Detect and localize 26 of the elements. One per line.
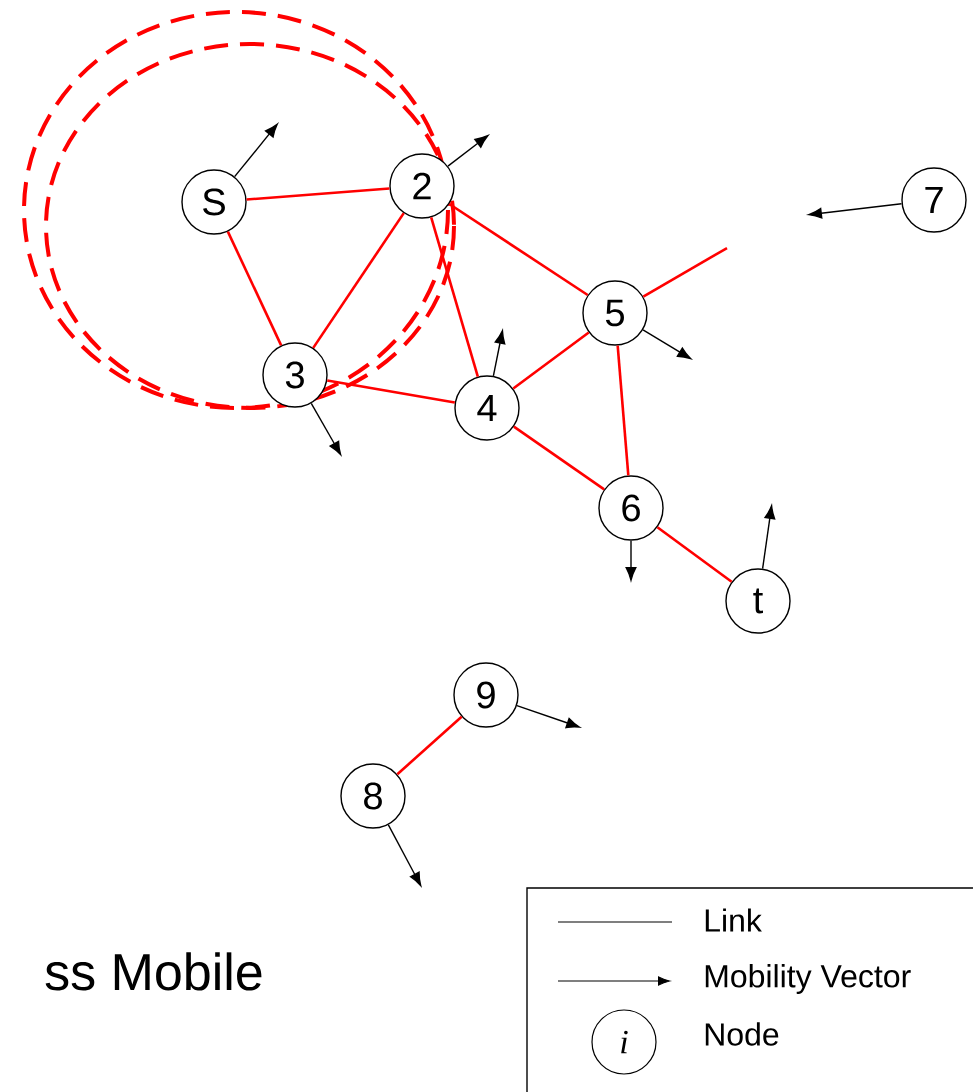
link-line xyxy=(512,331,590,390)
caption-text: ss Mobile xyxy=(45,952,262,991)
mobility-arrow xyxy=(233,123,278,178)
link-line xyxy=(513,425,605,491)
mobility-arrow xyxy=(447,135,489,167)
mobility-arrow xyxy=(761,505,776,570)
legend-text: Mobility Vector xyxy=(705,964,911,994)
mobility-arrow xyxy=(516,704,580,729)
mobility-arrow xyxy=(642,329,692,360)
link-line xyxy=(327,379,455,404)
mobility-arrow xyxy=(310,402,342,456)
legend-text: Link xyxy=(705,908,762,932)
mobility-arrow xyxy=(492,330,506,377)
mobility-arrow xyxy=(625,540,637,581)
mobility-arrow xyxy=(808,203,903,219)
link-line xyxy=(656,526,733,583)
legend-text: Node xyxy=(705,1022,779,1046)
link-line xyxy=(616,345,630,476)
link-line xyxy=(642,246,728,298)
link-line xyxy=(226,231,283,346)
mobility-arrow xyxy=(387,824,422,887)
link-line xyxy=(312,212,405,349)
link-line xyxy=(429,217,480,377)
link-line xyxy=(246,187,390,201)
link-line xyxy=(448,202,589,297)
link-line xyxy=(396,715,463,776)
